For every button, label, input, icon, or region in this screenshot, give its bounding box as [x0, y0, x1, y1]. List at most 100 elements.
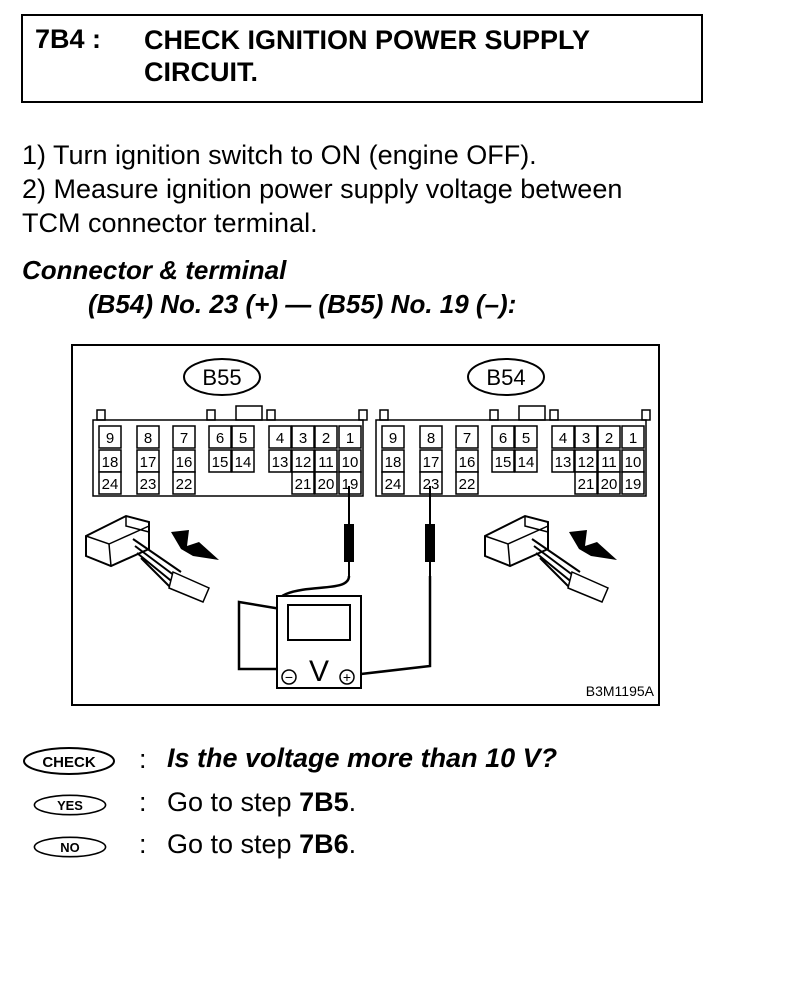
insertion-arrow-left-icon — [171, 530, 219, 560]
instruction-line: 1) Turn ignition switch to ON (engine OF… — [22, 140, 537, 170]
no-step-ref[interactable]: 7B6 — [299, 829, 349, 859]
terminal-number: 21 — [295, 476, 312, 493]
terminal-number: 23 — [140, 476, 157, 493]
test-lead-wire — [237, 600, 282, 671]
yes-badge-icon: YES — [33, 794, 107, 816]
terminal-cell — [621, 425, 645, 449]
terminal-cell — [455, 471, 479, 495]
no-badge-label: NO — [60, 840, 79, 855]
terminal-cell — [98, 471, 122, 495]
terminal-cell — [551, 425, 575, 449]
terminal-number: 10 — [625, 454, 642, 471]
terminal-number: 15 — [212, 454, 229, 471]
no-badge-icon: NO — [33, 836, 107, 858]
terminal-cell — [172, 471, 196, 495]
terminal-number: 14 — [518, 454, 535, 471]
connector-key — [235, 405, 263, 421]
terminal-cell — [381, 471, 405, 495]
instructions: 1) Turn ignition switch to ON (engine OF… — [22, 138, 622, 240]
terminal-number: 16 — [459, 454, 476, 471]
terminal-number: 20 — [318, 476, 335, 493]
terminal-number: 8 — [144, 430, 152, 447]
terminal-number: 3 — [299, 430, 307, 447]
instruction-line: TCM connector terminal. — [22, 208, 318, 238]
diagram-frame — [71, 344, 660, 706]
step-header-box: 7B4 : CHECK IGNITION POWER SUPPLY CIRCUI… — [21, 14, 703, 103]
probe-negative — [276, 486, 354, 611]
terminal-number: 18 — [102, 454, 119, 471]
positive-terminal-icon — [339, 669, 355, 685]
terminal-cell — [291, 425, 315, 449]
terminal-number: 24 — [385, 476, 402, 493]
terminal-cell — [597, 471, 621, 495]
terminal-cell — [231, 449, 255, 473]
yes-step-ref[interactable]: 7B5 — [299, 787, 349, 817]
terminal-number: 24 — [102, 476, 119, 493]
terminal-number: 12 — [578, 454, 595, 471]
harness-plug-right — [484, 514, 609, 603]
terminal-number: 20 — [601, 476, 618, 493]
terminal-number: 13 — [555, 454, 572, 471]
terminal-number: 1 — [346, 430, 354, 447]
yes-badge-label: YES — [57, 798, 83, 813]
connector-latch — [489, 409, 499, 421]
terminal-number: 3 — [582, 430, 590, 447]
terminal-number: 18 — [385, 454, 402, 471]
connector-latch — [549, 409, 559, 421]
terminal-cell — [314, 471, 338, 495]
instruction-line: 2) Measure ignition power supply voltage… — [22, 174, 623, 204]
terminal-cell — [338, 425, 362, 449]
terminal-cell — [491, 449, 515, 473]
yes-answer: Go to step 7B5. — [167, 787, 356, 818]
terminal-cell — [574, 425, 598, 449]
probe-positive — [360, 486, 435, 676]
step-id: 7B4 : — [35, 24, 102, 54]
terminal-number: 14 — [235, 454, 252, 471]
terminal-cell — [621, 471, 645, 495]
terminal-number: 19 — [342, 476, 359, 493]
figure-code: B3M1195A — [586, 683, 655, 699]
connector-b54-body — [375, 419, 647, 497]
connector-label-b55: B55 — [202, 365, 241, 390]
terminal-number: 7 — [180, 430, 188, 447]
connector-b55-body — [92, 419, 364, 497]
terminal-number: 15 — [495, 454, 512, 471]
yes-colon: : — [139, 787, 147, 817]
terminal-cell — [314, 425, 338, 449]
connector-heading: Connector & terminal — [22, 255, 287, 285]
check-question: Is the voltage more than 10 V? — [167, 743, 558, 773]
terminal-number: 6 — [216, 430, 224, 447]
terminal-cell — [455, 425, 479, 449]
terminal-cell — [574, 471, 598, 495]
terminal-cell — [268, 425, 292, 449]
no-text: Go to step — [167, 829, 300, 859]
terminal-number: 4 — [559, 430, 567, 447]
terminal-number: 17 — [423, 454, 440, 471]
terminal-cell — [268, 449, 292, 473]
terminal-number: 1 — [629, 430, 637, 447]
meter-plus-sign: + — [343, 669, 351, 685]
connector-latch — [96, 409, 106, 421]
connector-latch — [641, 409, 651, 421]
terminal-number: 5 — [522, 430, 530, 447]
terminal-cell — [514, 425, 538, 449]
terminal-number: 19 — [625, 476, 642, 493]
check-badge-label: CHECK — [42, 754, 96, 771]
voltmeter-symbol: V — [309, 655, 329, 688]
connector-latch — [358, 409, 368, 421]
terminal-cell — [381, 425, 405, 449]
step-title: CHECK IGNITION POWER SUPPLY CIRCUIT. — [144, 25, 590, 87]
connector-latch — [379, 409, 389, 421]
check-badge-icon: CHECK — [23, 747, 115, 775]
connector-latch — [266, 409, 276, 421]
terminal-number: 12 — [295, 454, 312, 471]
connector-label-oval-left — [183, 358, 261, 396]
terminal-number: 2 — [605, 430, 613, 447]
no-period: . — [348, 829, 357, 859]
terminal-cell — [597, 425, 621, 449]
terminal-cell — [98, 425, 122, 449]
